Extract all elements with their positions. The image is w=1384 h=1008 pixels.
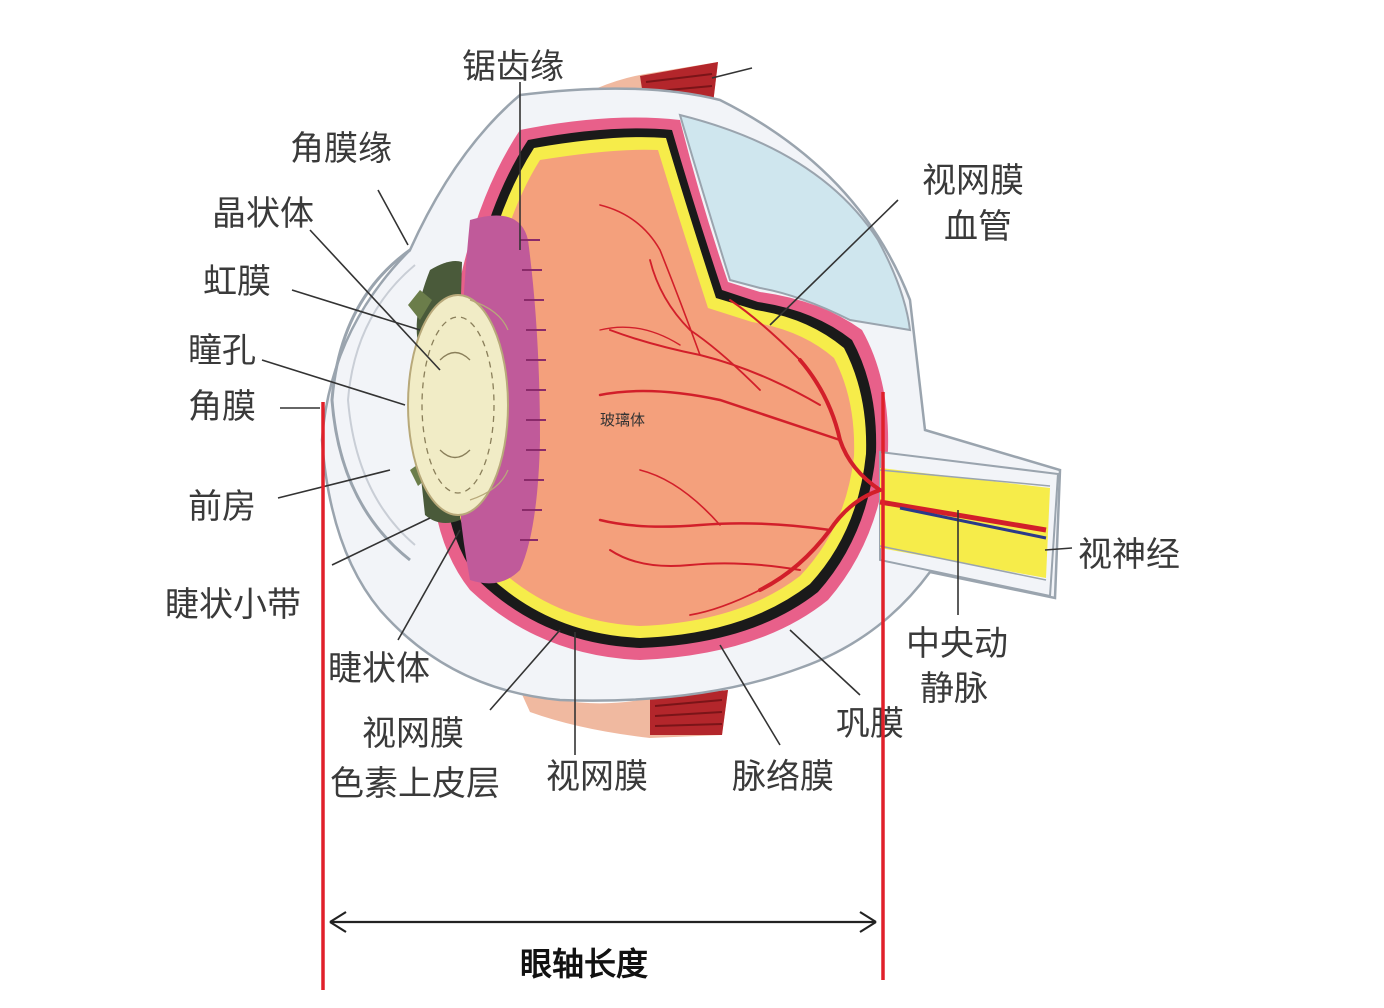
cutaway-region bbox=[678, 113, 912, 332]
label-lens: 晶状体 bbox=[212, 194, 314, 234]
vitreous-body bbox=[464, 149, 855, 626]
optic-nerve bbox=[879, 450, 1060, 598]
label-limbus: 角膜缘 bbox=[290, 129, 392, 169]
label-anterior-chamber: 前房 bbox=[188, 487, 256, 527]
label-rpe-line1: 视网膜 bbox=[362, 714, 464, 754]
label-sclera: 巩膜 bbox=[836, 704, 904, 744]
label-retinal-vessels-line2: 血管 bbox=[944, 207, 1012, 247]
label-central-vessels-line1: 中央动 bbox=[906, 624, 1008, 664]
label-pupil: 瞳孔 bbox=[188, 331, 256, 371]
label-retinal-vessels-line1: 视网膜 bbox=[922, 161, 1024, 201]
retinal-vessels bbox=[598, 204, 882, 616]
label-retina: 视网膜 bbox=[546, 757, 648, 797]
cornea bbox=[330, 248, 411, 562]
axial-length-label: 眼轴长度 bbox=[520, 945, 648, 983]
label-ora-serrata: 锯齿缘 bbox=[462, 47, 564, 87]
lens bbox=[407, 294, 509, 516]
label-choroid: 脉络膜 bbox=[732, 757, 834, 797]
leader-lines bbox=[261, 82, 1073, 755]
inferior-muscle bbox=[520, 690, 728, 738]
label-cornea: 角膜 bbox=[188, 387, 256, 427]
axial-length-measurement: 眼轴长度 bbox=[321, 392, 885, 990]
label-iris: 虹膜 bbox=[203, 262, 271, 302]
label-rpe-line2: 色素上皮层 bbox=[330, 764, 500, 804]
label-central-vessels-line2: 静脉 bbox=[920, 669, 988, 709]
label-ciliary-body: 睫状体 bbox=[328, 649, 430, 689]
label-optic-nerve: 视神经 bbox=[1078, 535, 1180, 575]
vitreous-label: 玻璃体 bbox=[600, 411, 645, 429]
label-zonule: 睫状小带 bbox=[165, 585, 301, 625]
